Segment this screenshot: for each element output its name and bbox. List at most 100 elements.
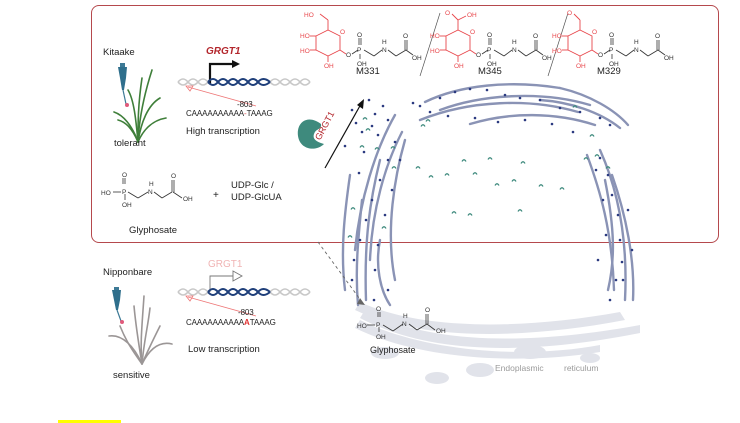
enzyme-mark-icon [390, 146, 396, 149]
position-label-tolerant: -803 [237, 100, 253, 109]
ribosome-dot [621, 278, 625, 282]
svg-text:OH: OH [467, 12, 477, 19]
position-label-sensitive: -803 [238, 308, 254, 317]
ribosome-dot [626, 208, 630, 212]
enzyme-mark-icon [487, 157, 493, 160]
svg-text:OH: OH [412, 55, 422, 62]
ribosome-dot [496, 120, 500, 124]
svg-text:O: O [598, 52, 603, 59]
svg-text:O: O [346, 52, 351, 59]
pipette-icon [118, 63, 127, 105]
svg-text:P: P [609, 47, 613, 54]
ribosome-dot [360, 130, 364, 134]
ribosome-dot [352, 258, 356, 262]
ribosome-dot [373, 268, 377, 272]
enzyme-mark-icon [494, 183, 500, 186]
svg-text:OH: OH [454, 63, 464, 70]
svg-text:H: H [403, 313, 408, 320]
svg-text:HO: HO [552, 48, 562, 55]
svg-text:HO: HO [430, 48, 440, 55]
ribosome-dot [523, 118, 527, 122]
ribosome-dot [598, 116, 602, 120]
svg-text:OH: OH [436, 328, 446, 335]
ribosome-dot [596, 258, 600, 262]
enzyme-mark-icon [572, 105, 578, 108]
ribosome-dot [386, 158, 390, 162]
svg-text:HO: HO [101, 190, 111, 197]
svg-text:O: O [357, 32, 362, 39]
ribosome-dot [630, 248, 634, 252]
ribosome-dot [376, 133, 380, 137]
dna-helix-tolerant [177, 60, 311, 107]
cultivar-kitaake-label: Kitaake [103, 47, 135, 58]
glyphosate-structure: O P HO OH H N O OH [101, 172, 193, 209]
enzyme-mark-icon [472, 172, 478, 175]
ribosome-dot [418, 104, 422, 108]
phenotype-tolerant-label: tolerant [114, 138, 146, 149]
ribosome-dot [390, 188, 394, 192]
svg-text:O: O [171, 173, 176, 180]
svg-text:N: N [634, 47, 639, 54]
ribosome-dot [386, 118, 390, 122]
ribosome-dot [558, 106, 562, 110]
ribosome-dot [383, 213, 387, 217]
svg-text:O: O [487, 32, 492, 39]
svg-text:OH: OH [357, 61, 367, 68]
promoter-sequence-sensitive: CAAAAAAAAAAATAAAG [186, 318, 276, 327]
enzyme-mark-icon [415, 166, 421, 169]
ribosome-dot [364, 218, 368, 222]
enzyme-mark-icon [365, 128, 371, 131]
enzyme-mark-icon [559, 187, 565, 190]
svg-text:O: O [340, 29, 345, 36]
ribosome-dot [428, 110, 432, 114]
endoplasmic-reticulum-faded [355, 302, 640, 384]
svg-text:H: H [382, 39, 387, 46]
enzyme-mark-icon [451, 211, 457, 214]
svg-text:O: O [122, 172, 127, 179]
enzyme-mark-icon [350, 207, 356, 210]
er-label-reticulum: reticulum [564, 363, 599, 373]
svg-text:OH: OH [576, 63, 586, 70]
svg-text:O: O [476, 52, 481, 59]
ribosome-dot [367, 98, 371, 102]
high-transcription-label: High transcription [186, 126, 260, 137]
ribosome-dot [438, 96, 442, 100]
ribosome-dot [614, 278, 618, 282]
enzyme-mark-icon [594, 154, 600, 157]
gene-grgt1-label: GRGT1 [206, 46, 241, 57]
svg-text:O: O [533, 33, 538, 40]
svg-text:HO: HO [304, 12, 314, 19]
svg-text:O: O [425, 307, 430, 314]
enzyme-mark-icon [425, 119, 431, 122]
enzyme-mark-icon [583, 157, 589, 160]
ribosome-dot [601, 198, 605, 202]
svg-text:OH: OH [183, 196, 193, 203]
ribosome-dot [606, 173, 610, 177]
svg-text:O: O [403, 33, 408, 40]
ribosome-dot [618, 238, 622, 242]
svg-text:N: N [512, 47, 517, 54]
ribosome-dot [381, 104, 385, 108]
svg-text:HO: HO [552, 33, 562, 40]
enzyme-mark-icon [589, 134, 595, 137]
ribosome-dot [571, 130, 575, 134]
svg-text:OH: OH [376, 334, 386, 341]
ribosome-dot [393, 140, 397, 144]
promoter-arrow-icon [208, 62, 234, 84]
ribosome-dot [358, 238, 362, 242]
er-glyphosate-label: Glyphosate [370, 345, 416, 355]
svg-text:OH: OH [487, 61, 497, 68]
svg-text:HO: HO [430, 33, 440, 40]
svg-text:O: O [567, 10, 572, 17]
ribosome-dot [376, 243, 380, 247]
svg-text:O: O [445, 10, 450, 17]
svg-text:HO: HO [300, 33, 310, 40]
svg-text:OH: OH [664, 55, 674, 62]
ribosome-dot [357, 171, 361, 175]
enzyme-mark-icon [467, 213, 473, 216]
ribosome-dot [350, 108, 354, 112]
ribosome-dot [608, 123, 612, 127]
er-glyphosate-structure: O P HO OH H N O OH [357, 306, 446, 341]
